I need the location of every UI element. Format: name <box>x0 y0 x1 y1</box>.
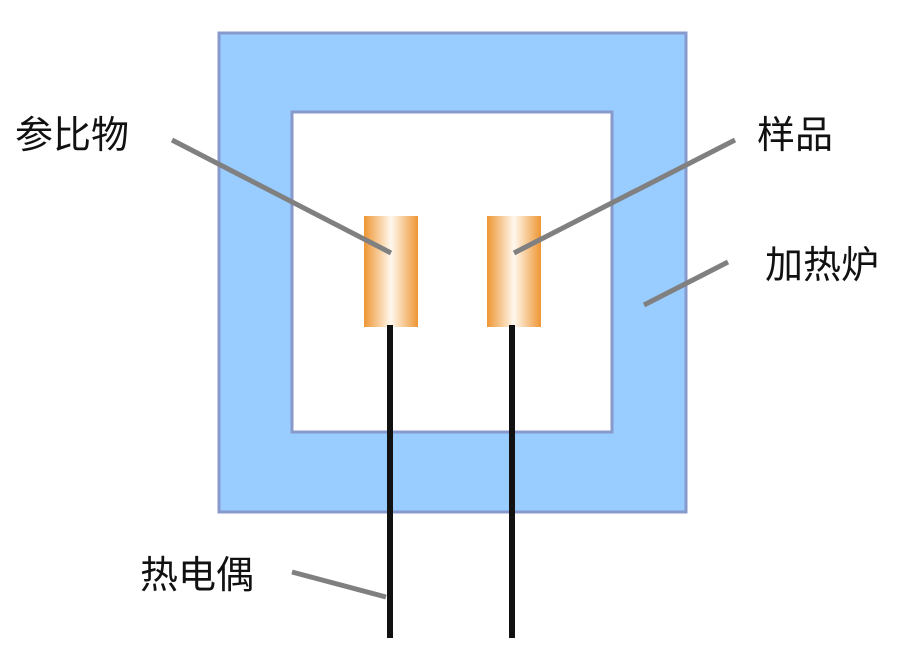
leader-thermocouple <box>291 569 387 600</box>
reference-crucible <box>364 216 418 327</box>
label-thermocouple: 热电偶 <box>140 553 255 597</box>
leader-sample <box>512 137 737 256</box>
label-reference: 参比物 <box>15 113 130 157</box>
label-sample: 样品 <box>757 113 834 157</box>
leader-furnace <box>642 259 730 308</box>
furnace-chamber <box>290 110 614 434</box>
leader-reference <box>170 137 393 256</box>
sample-crucible <box>487 216 541 327</box>
label-furnace: 加热炉 <box>765 243 880 287</box>
